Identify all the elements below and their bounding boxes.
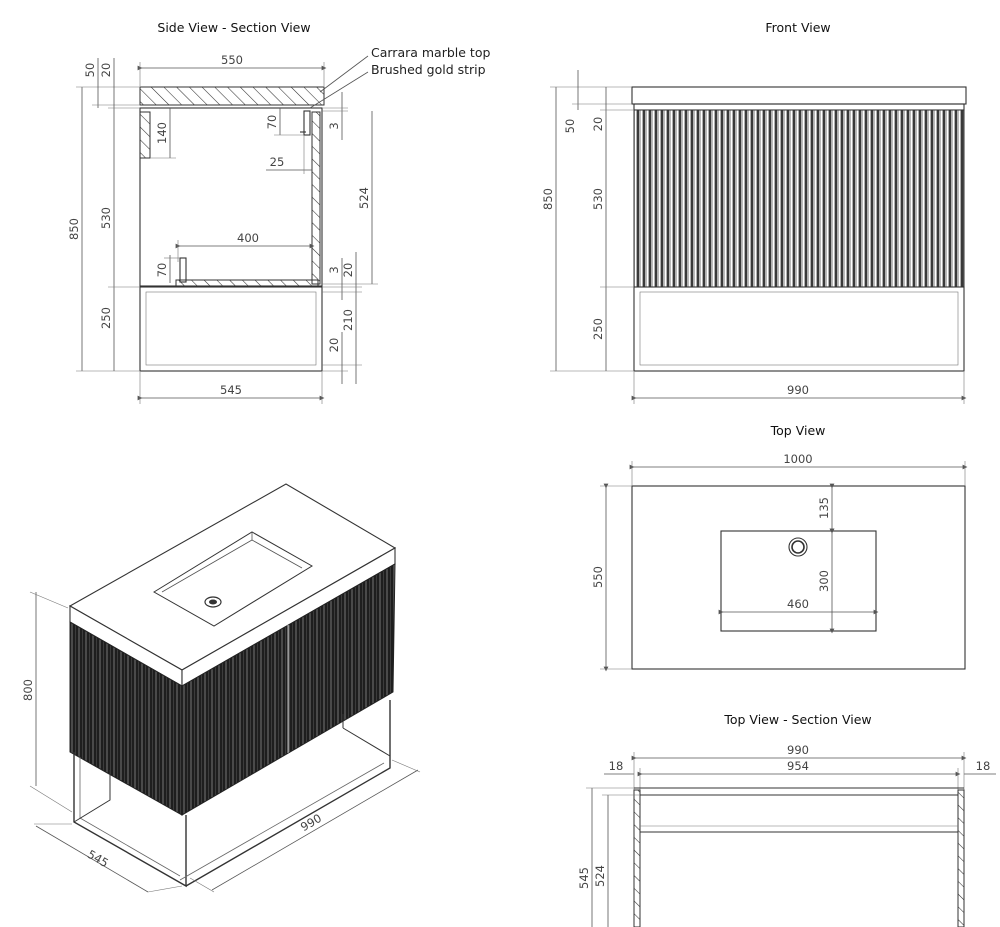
note-marble-top: Carrara marble top xyxy=(371,45,490,60)
front-fluted-doors xyxy=(633,109,965,288)
side-section-view: Carrara marble top Brushed gold strip 55… xyxy=(67,45,490,404)
top-view: 1000 550 135 300 460 xyxy=(591,452,968,672)
dim-side-overall-height: 850 xyxy=(67,218,81,240)
dim-side-inner-depth: 400 xyxy=(237,231,259,245)
isometric-view: 800 990 545 xyxy=(21,483,421,893)
iso-basin xyxy=(153,531,313,627)
gold-strip-lower xyxy=(179,257,187,283)
dim-side-frame-height: 250 xyxy=(99,307,113,329)
side-section-view-title: Side View - Section View xyxy=(157,20,310,35)
dim-section-depth: 545 xyxy=(577,867,591,889)
dim-front-gap: 20 xyxy=(591,117,605,132)
dim-side-top-thickness: 50 xyxy=(83,63,97,78)
section-left-side xyxy=(633,789,641,927)
dim-iso-width: 990 xyxy=(298,811,324,834)
top-section-view: 990 954 18 18 545 524 xyxy=(577,743,996,927)
iso-drain-icon xyxy=(204,596,222,608)
dim-side-frame-base: 20 xyxy=(327,338,341,353)
top-view-title: Top View xyxy=(770,423,826,438)
dim-side-strip-offset: 25 xyxy=(270,155,285,169)
front-frame-outline xyxy=(633,286,965,372)
dim-side-frame-inner: 210 xyxy=(341,309,355,331)
dim-front-cabinet-height: 530 xyxy=(591,188,605,210)
dim-top-width: 1000 xyxy=(783,452,812,466)
dim-front-frame-height: 250 xyxy=(591,318,605,340)
dim-top-tap-offset: 135 xyxy=(817,497,831,519)
top-marble-outline xyxy=(631,485,966,670)
dim-side-base-width: 545 xyxy=(220,383,242,397)
back-panel-section xyxy=(139,111,151,159)
section-right-side xyxy=(957,789,965,927)
top-section-view-title: Top View - Section View xyxy=(723,712,871,727)
gold-strip-top xyxy=(303,110,311,136)
bottom-shelf-section xyxy=(175,279,319,288)
dim-section-inner: 954 xyxy=(787,759,809,773)
dim-side-shelf-gap: 20 xyxy=(341,263,355,278)
dim-side-inner-height: 524 xyxy=(357,187,371,209)
front-view: 850 50 20 530 250 990 xyxy=(541,70,967,404)
dim-front-overall-height: 850 xyxy=(541,188,555,210)
dim-front-width: 990 xyxy=(787,383,809,397)
door-section xyxy=(311,111,321,285)
drain-icon xyxy=(788,537,808,557)
iso-frame xyxy=(73,752,187,888)
frame-section-outline xyxy=(139,286,323,372)
dim-side-cabinet-height: 530 xyxy=(99,207,113,229)
dim-iso-height: 800 xyxy=(21,679,35,701)
dim-section-inner-depth: 524 xyxy=(593,865,607,887)
dim-top-depth: 550 xyxy=(591,566,605,588)
top-basin-outline xyxy=(720,530,877,632)
dim-side-reveal-top: 3 xyxy=(327,122,341,129)
dim-section-outer: 990 xyxy=(787,743,809,757)
dim-side-back-panel: 140 xyxy=(155,122,169,144)
front-marble-top xyxy=(631,86,967,105)
dim-side-strip-height: 70 xyxy=(265,115,279,130)
dim-side-reveal-bottom: 3 xyxy=(327,266,341,273)
marble-top-section xyxy=(139,86,325,106)
dim-side-top-width: 550 xyxy=(221,53,243,67)
dim-front-top-thickness: 50 xyxy=(563,119,577,134)
dim-section-side-right: 18 xyxy=(976,759,991,773)
dim-top-basin-depth: 300 xyxy=(817,570,831,592)
note-gold-strip: Brushed gold strip xyxy=(371,62,486,77)
front-view-title: Front View xyxy=(765,20,830,35)
dim-top-basin-width: 460 xyxy=(787,597,809,611)
dim-section-side-left: 18 xyxy=(609,759,624,773)
dim-side-lower-strip: 70 xyxy=(155,263,169,278)
dim-iso-depth: 545 xyxy=(85,847,111,870)
dim-side-gap: 20 xyxy=(99,63,113,78)
